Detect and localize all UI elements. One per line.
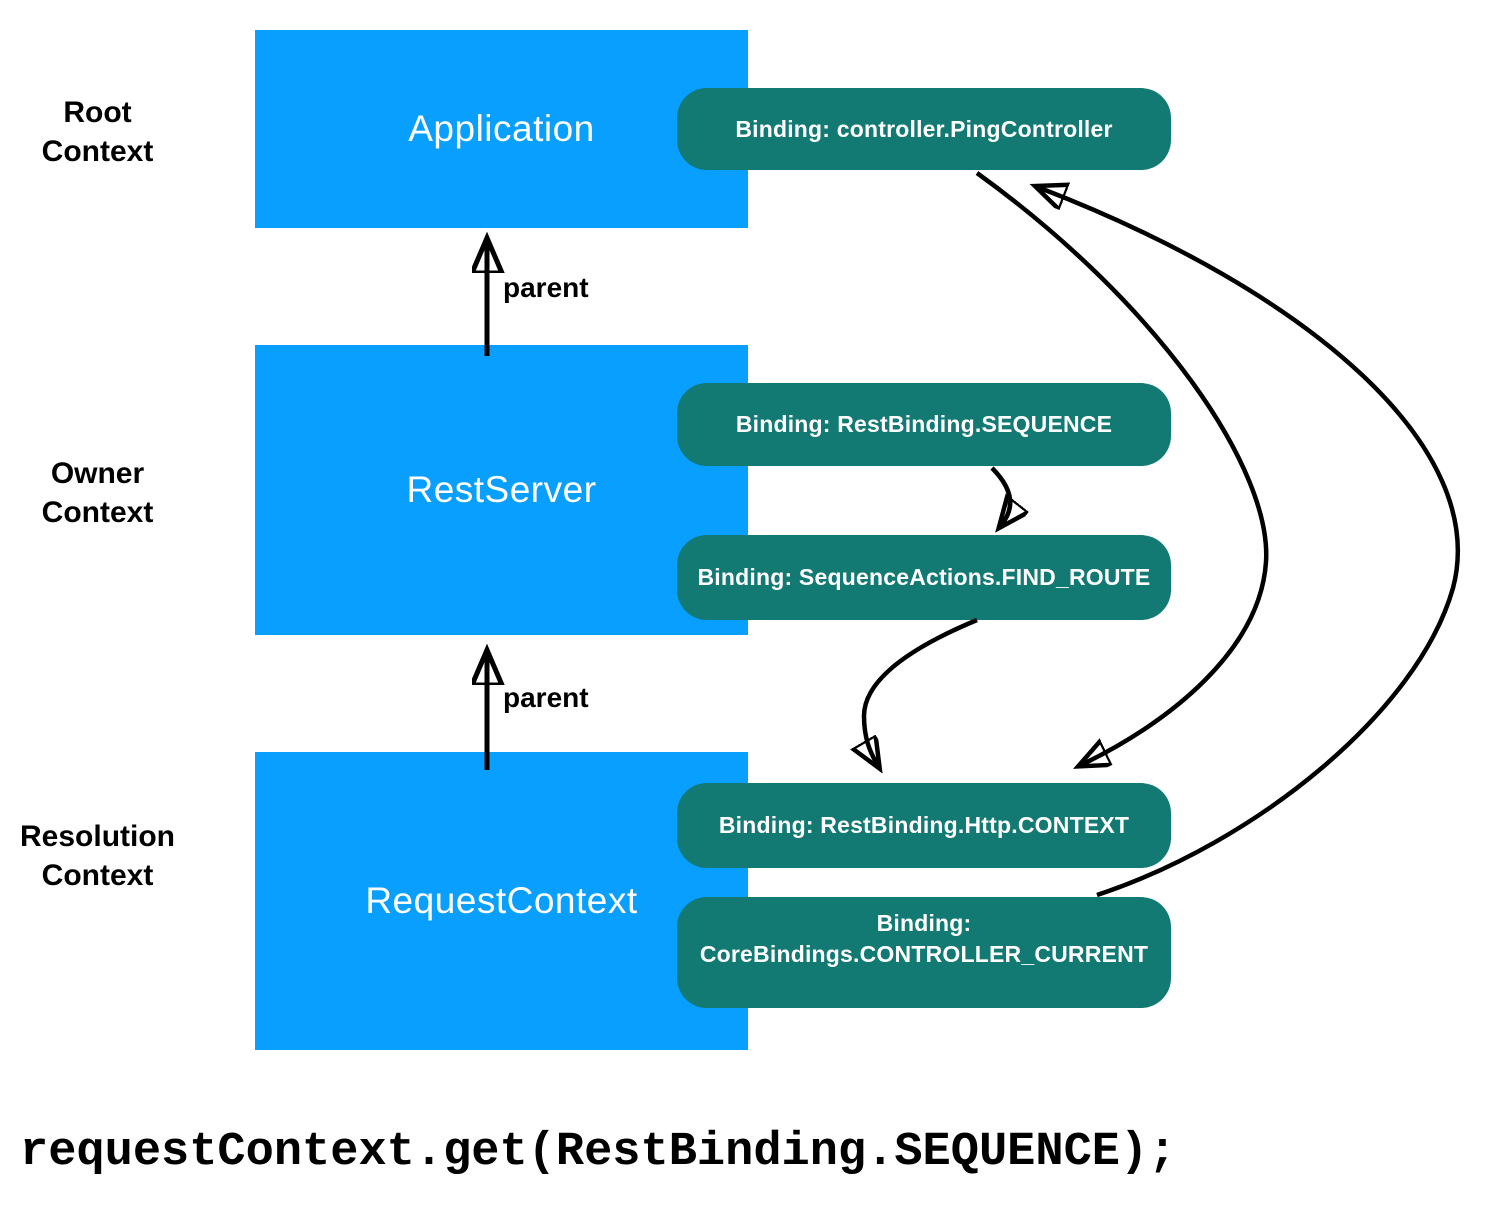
arrow-sequence-to-findroute — [990, 466, 1010, 524]
binding-pill-find-route: Binding: SequenceActions.FIND_ROUTE — [677, 535, 1171, 620]
root-context-label-line2: Context — [41, 135, 154, 168]
parent-edge-label-bottom: parent — [503, 682, 589, 713]
code-line: requestContext.get(RestBinding.SEQUENCE)… — [20, 1126, 1177, 1179]
binding-pill-ping-controller-label: Binding: controller.PingController — [735, 115, 1113, 142]
binding-pill-controller-current: Binding: CoreBindings.CONTROLLER_CURRENT — [677, 897, 1171, 1008]
binding-pill-ping-controller: Binding: controller.PingController — [677, 88, 1171, 170]
binding-pill-find-route-label: Binding: SequenceActions.FIND_ROUTE — [697, 564, 1151, 590]
requestcontext-box-label: RequestContext — [365, 880, 638, 921]
binding-pill-rest-sequence-label: Binding: RestBinding.SEQUENCE — [735, 411, 1113, 437]
application-box-label: Application — [408, 108, 595, 149]
binding-pill-http-context-label: Binding: RestBinding.Http.CONTEXT — [718, 812, 1130, 838]
root-context-label-line1: Root — [63, 96, 132, 129]
restserver-context-box: RestServer — [255, 345, 748, 635]
resolution-context-label-line2: Context — [41, 859, 154, 892]
resolution-context-label: Resolution Context — [0, 817, 200, 895]
requestcontext-context-box: RequestContext — [255, 752, 748, 1050]
arrow-findroute-to-httpcontext — [864, 617, 978, 764]
owner-context-label-line2: Context — [41, 496, 154, 529]
parent-edge-label-top: parent — [503, 272, 589, 303]
root-context-label: Root Context — [0, 93, 200, 171]
restserver-box-label: RestServer — [406, 469, 597, 510]
binding-pill-controller-current-line2: CoreBindings.CONTROLLER_CURRENT — [699, 940, 1149, 967]
resolution-context-label-line1: Resolution — [20, 820, 175, 853]
arrow-pingcontroller-to-httpcontext — [975, 171, 1269, 764]
binding-pill-http-context: Binding: RestBinding.Http.CONTEXT — [677, 783, 1171, 868]
application-context-box: Application — [255, 30, 748, 228]
owner-context-label: Owner Context — [0, 454, 200, 532]
binding-pill-rest-sequence: Binding: RestBinding.SEQUENCE — [677, 383, 1171, 466]
owner-context-label-line1: Owner — [50, 457, 145, 490]
binding-pill-controller-current-line1: Binding: — [876, 909, 972, 936]
